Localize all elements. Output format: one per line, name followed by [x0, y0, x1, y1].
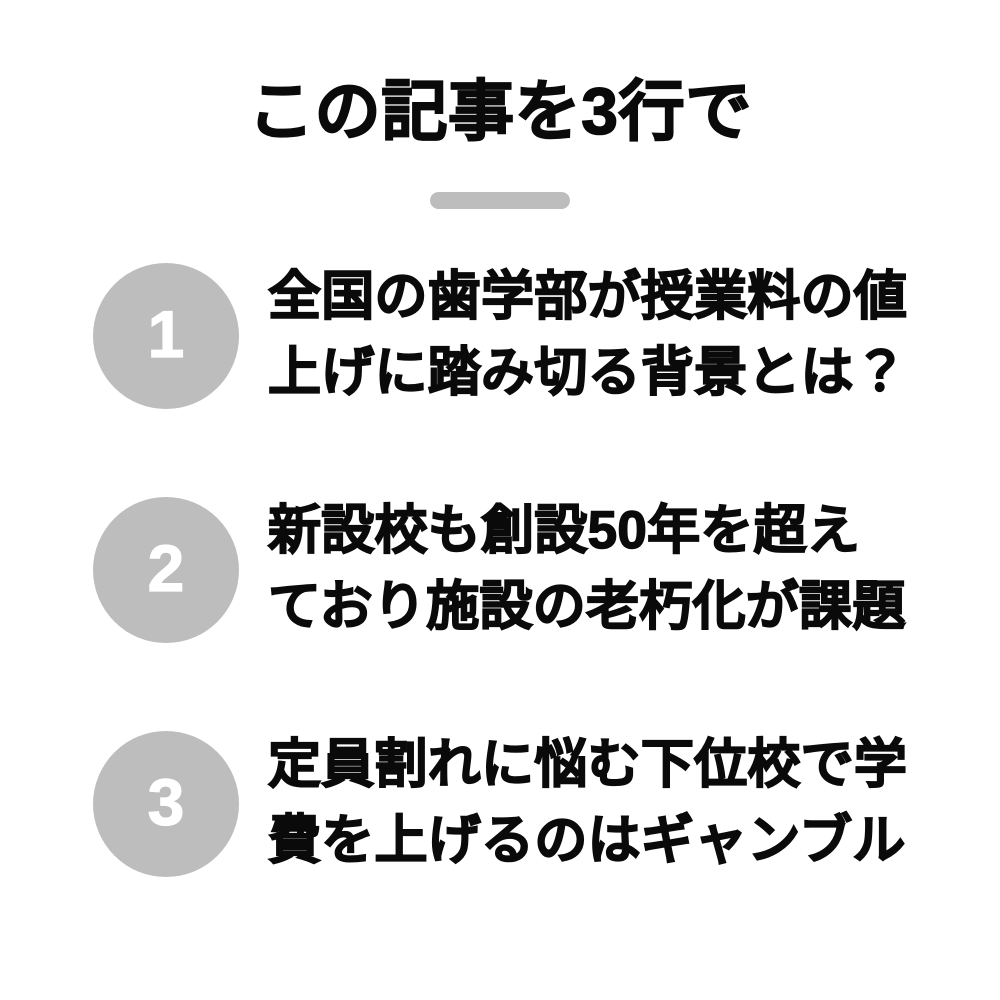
- list-item: 1 全国の歯学部が授業料の値 上げに踏み切る背景とは？: [93, 259, 908, 411]
- point-text-line: 上げに踏み切る背景とは？: [267, 342, 908, 403]
- point-text-line: 新設校も創設50年を超え: [267, 500, 861, 561]
- list-item: 3 定員割れに悩む下位校で学 費を上げるのはギャンブル: [93, 727, 908, 879]
- point-text-line: ており施設の老朽化が課題: [267, 576, 906, 637]
- point-text-line: 全国の歯学部が授業料の値: [267, 266, 908, 327]
- point-number-label: 1: [147, 297, 185, 371]
- point-text-line: 費を上げるのはギャンブル: [267, 810, 906, 871]
- list-item: 2 新設校も創設50年を超え ており施設の老朽化が課題: [93, 493, 906, 645]
- card-header: この記事を3行で: [0, 0, 1000, 209]
- summary-points-list: 1 全国の歯学部が授業料の値 上げに踏み切る背景とは？ 2 新設校も創設50年を…: [0, 259, 1000, 879]
- point-number-label: 2: [147, 531, 185, 605]
- point-text: 全国の歯学部が授業料の値 上げに踏み切る背景とは？: [267, 259, 908, 411]
- point-number-badge: 3: [93, 731, 239, 877]
- point-number-label: 3: [147, 765, 185, 839]
- point-text: 新設校も創設50年を超え ており施設の老朽化が課題: [267, 493, 906, 645]
- point-text: 定員割れに悩む下位校で学 費を上げるのはギャンブル: [267, 727, 908, 879]
- title-divider: [430, 192, 570, 209]
- point-number-badge: 2: [93, 497, 239, 643]
- point-number-badge: 1: [93, 263, 239, 409]
- page-title: この記事を3行で: [247, 74, 752, 148]
- point-text-line: 定員割れに悩む下位校で学: [267, 734, 908, 795]
